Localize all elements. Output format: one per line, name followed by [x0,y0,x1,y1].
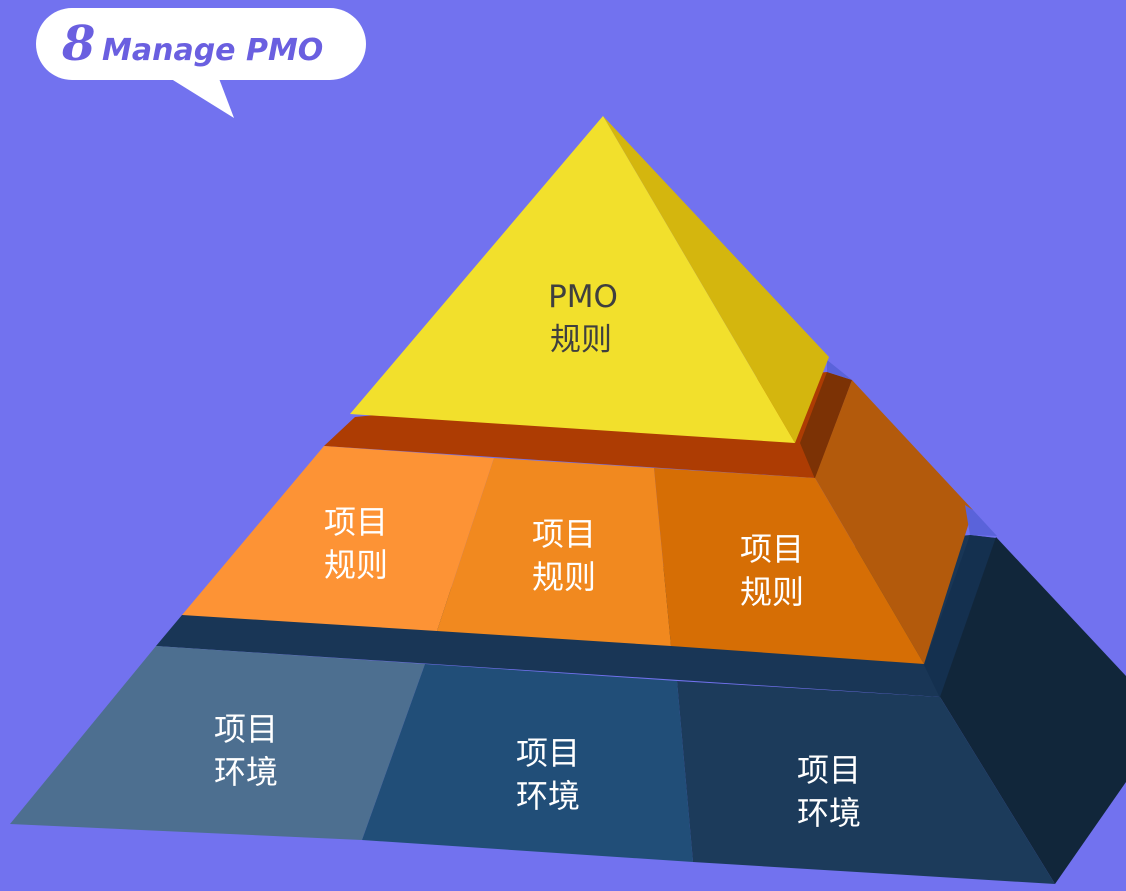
middle-label-2-line-2: 规则 [532,558,596,596]
bubble-tail [160,68,234,118]
brand-number: 8 [61,16,95,72]
middle-label-1-line-2: 规则 [324,546,388,584]
top-tier-front-face [350,116,795,443]
middle-front-face-1 [182,446,494,631]
middle-label-2-line-1: 项目 [532,515,596,553]
bottom-label-3-line-2: 环境 [797,794,861,832]
top-label-line-1: PMO [548,279,618,315]
bottom-front-face-2 [362,664,693,862]
middle-tier-side-edge [965,505,997,536]
bottom-label-3-line-1: 项目 [797,751,861,789]
middle-tier-ledge-edge [827,360,852,380]
middle-tier-ledge-side [800,372,852,479]
bottom-tier-ledge-side [924,535,996,698]
bottom-label-1-line-2: 环境 [214,753,278,791]
middle-front-face-2 [437,458,671,646]
top-label: PMO 规则 [548,279,618,358]
bottom-labels: 项目 环境 项目 环境 项目 环境 [214,710,861,832]
top-tier-side-face [603,116,829,443]
bottom-front-face-1 [10,646,425,840]
middle-label-1-line-1: 项目 [324,503,388,541]
top-label-line-2: 规则 [550,322,612,358]
bubble-body [36,8,366,80]
brand-bubble: 8 Manage PMO [36,8,366,118]
bottom-label-2-line-1: 项目 [516,734,580,772]
bottom-tier-side-face [940,537,1126,884]
bottom-label-2-line-2: 环境 [516,777,580,815]
brand-name: Manage PMO [102,33,323,68]
middle-labels: 项目 规则 项目 规则 项目 规则 [324,503,804,611]
bottom-label-1-line-1: 项目 [214,710,278,748]
top-tier [350,116,829,443]
middle-label-3-line-2: 规则 [740,573,804,611]
middle-tier-side-face [815,380,973,664]
middle-label-3-line-1: 项目 [740,530,804,568]
bottom-front-face-3 [677,681,1055,884]
middle-front-face-3 [654,468,924,664]
